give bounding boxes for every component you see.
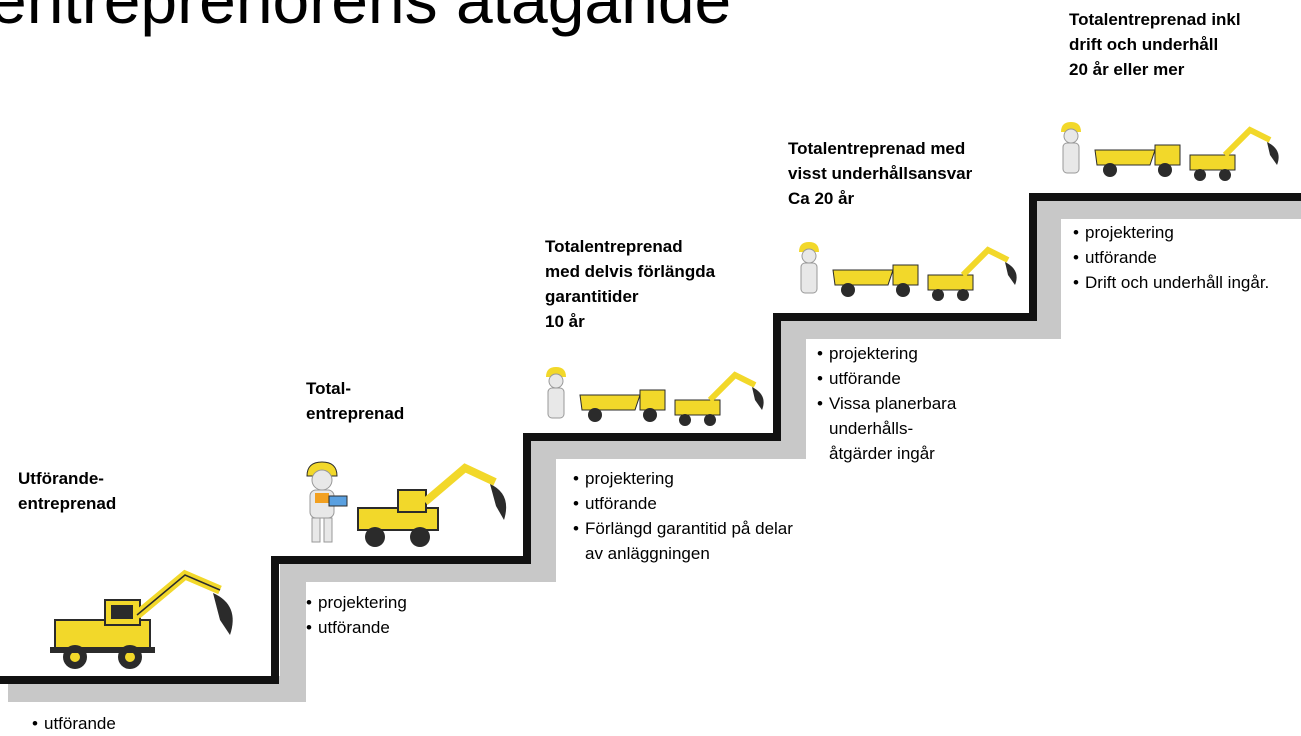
worker-icon <box>306 461 348 543</box>
level-4-bullet: Vissa planerbara underhålls-åtgärder ing… <box>817 391 967 466</box>
level-3-bullets: projektering utförande Förlängd garantit… <box>573 466 803 566</box>
dump-truck-icon <box>579 389 666 422</box>
worker-icon <box>799 242 819 252</box>
excavator-icon <box>674 371 764 426</box>
excavator-icon <box>1189 126 1279 181</box>
level-5-machines <box>1061 122 1279 181</box>
level-4-bullets: projektering utförande Vissa planerbara … <box>817 341 967 466</box>
excavator-icon <box>357 463 507 547</box>
level-3-bullet: Förlängd garantitid på delar av anläggni… <box>573 516 803 566</box>
level-4-bullet: projektering <box>817 341 967 366</box>
page-title: entreprenörens åtagande <box>0 0 732 37</box>
level-5-bullets: projektering utförande Drift och underhå… <box>1073 220 1288 295</box>
level-5-title: Totalentreprenad inkl drift och underhål… <box>1069 10 1241 79</box>
level-1-bullet: utförande <box>32 711 232 736</box>
excavator-icon <box>50 569 233 669</box>
level-2-bullets: projektering utförande <box>306 590 526 640</box>
worker-icon <box>1061 122 1081 132</box>
stair-line <box>0 193 1301 684</box>
level-5-bullet: utförande <box>1073 245 1288 270</box>
level-4-title: Totalentreprenad med visst underhållsans… <box>788 139 973 208</box>
level-1-bullets: utförande <box>32 711 232 736</box>
level-3-title: Totalentreprenad med delvis förlängda ga… <box>545 237 716 331</box>
level-4-machines <box>799 242 1017 301</box>
level-4-bullet: utförande <box>817 366 967 391</box>
level-1-title: Utförande- entreprenad <box>18 469 117 513</box>
stair-shadow <box>8 193 1301 702</box>
level-3-bullet: projektering <box>573 466 803 491</box>
level-2-title: Total- entreprenad <box>306 379 405 423</box>
dump-truck-icon <box>832 264 919 297</box>
excavator-icon <box>927 246 1017 301</box>
level-3-bullet: utförande <box>573 491 803 516</box>
dump-truck-icon <box>1094 144 1181 177</box>
worker-icon <box>546 367 566 377</box>
level-5-bullet: projektering <box>1073 220 1288 245</box>
level-2-bullet: utförande <box>306 615 526 640</box>
level-2-bullet: projektering <box>306 590 526 615</box>
level-3-machines <box>546 367 764 426</box>
level-5-bullet: Drift och underhåll ingår. <box>1073 270 1288 295</box>
